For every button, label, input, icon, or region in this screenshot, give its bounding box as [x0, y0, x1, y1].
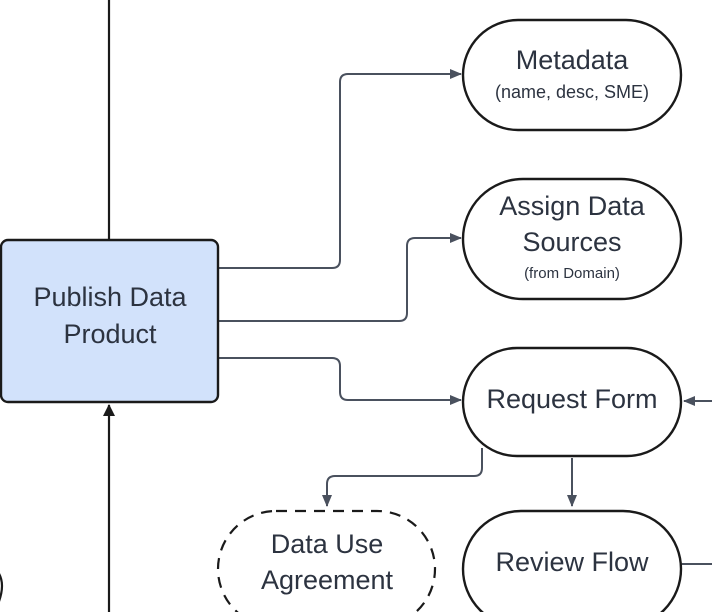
assign-label-line1: Assign Data [499, 191, 646, 221]
metadata-title: Metadata [516, 45, 630, 75]
edge-request-to-dua [322, 448, 483, 507]
edge-publish-to-assign [218, 233, 462, 322]
node-assign-data-sources[interactable]: Assign Data Sources (from Domain) [461, 177, 683, 301]
node-metadata[interactable]: Metadata (name, desc, SME) [461, 18, 683, 132]
offscreen-node-edge [0, 573, 4, 602]
dua-label-line1: Data Use [271, 529, 384, 559]
node-request-form[interactable]: Request Form [461, 346, 683, 458]
edge-publish-to-request [218, 357, 462, 405]
dua-label-line2: Agreement [261, 565, 394, 595]
publish-label-line1: Publish Data [33, 282, 187, 312]
node-review-flow[interactable]: Review Flow [461, 509, 683, 612]
request-form-title: Request Form [486, 384, 657, 414]
node-publish-data-product[interactable]: Publish Data Product [0, 238, 220, 404]
assign-subtitle: (from Domain) [524, 265, 620, 282]
review-flow-title: Review Flow [495, 547, 649, 577]
metadata-subtitle: (name, desc, SME) [495, 82, 649, 102]
edge-publish-to-metadata [218, 69, 462, 269]
assign-label-line2: Sources [522, 227, 621, 257]
publish-label-line2: Product [63, 319, 157, 349]
node-data-use-agreement[interactable]: Data Use Agreement [216, 509, 437, 612]
